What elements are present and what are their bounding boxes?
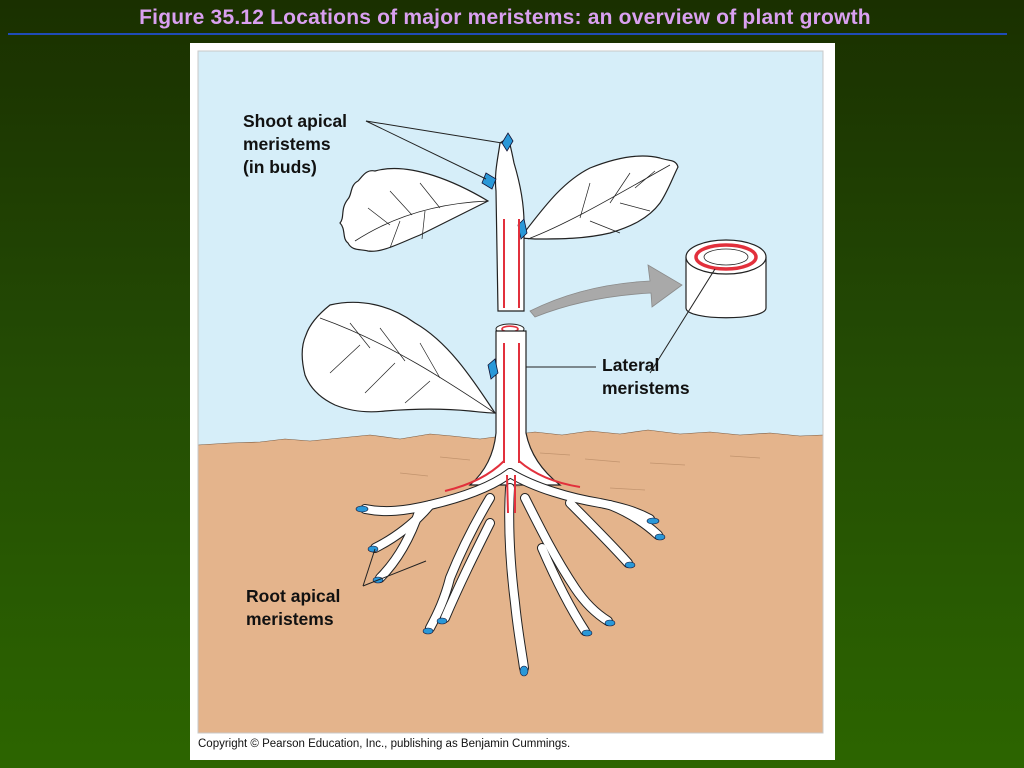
copyright-notice: Copyright © Pearson Education, Inc., pub… <box>198 738 571 750</box>
title-rule <box>8 33 1007 35</box>
root-system <box>355 460 666 677</box>
shoot-apical-bud-side <box>481 172 497 190</box>
upper-stem <box>481 132 528 312</box>
upper-left-leaf <box>339 167 490 252</box>
plant-meristem-diagram <box>197 50 824 734</box>
upper-right-leaf <box>518 155 679 240</box>
shoot-apical-meristems-label: Shoot apical meristems (in buds) <box>243 111 348 177</box>
root-apical-meristems-label: Root apical meristems <box>246 586 341 629</box>
lower-stem <box>468 330 562 486</box>
leader-lines <box>362 120 716 587</box>
lateral-meristems-label: Lateral meristems <box>602 355 690 398</box>
slide-title: Figure 35.12 Locations of major meristem… <box>139 6 871 29</box>
zoom-arrow <box>529 264 683 318</box>
shoot-apical-bud-tip <box>501 132 514 152</box>
middle-leaf <box>301 301 497 414</box>
stem-cross-section <box>685 239 767 319</box>
figure-panel: Shoot apical meristems (in buds) Lateral… <box>190 43 835 760</box>
